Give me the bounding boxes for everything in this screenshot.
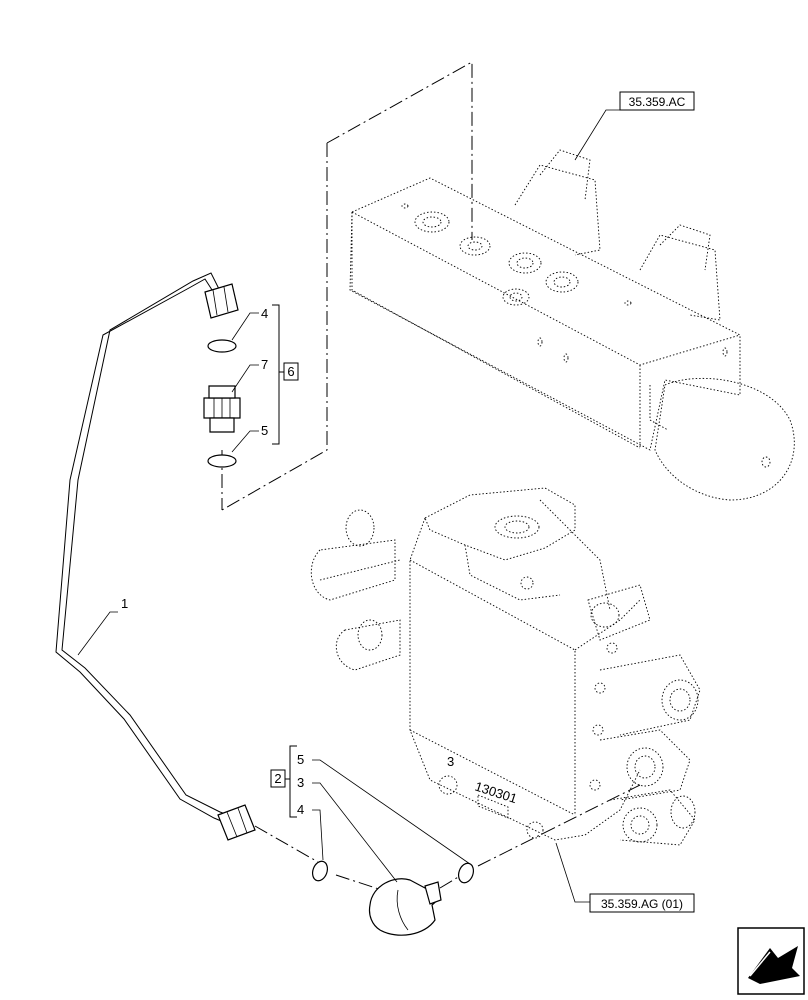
o-ring-lower-right: [457, 862, 475, 884]
hydraulic-tube: [55, 272, 256, 841]
ref-label-bottom: 35.359.AG (01): [601, 897, 683, 911]
ref-callout-bottom[interactable]: 35.359.AG (01): [555, 842, 695, 913]
upper-item-label-2: 7: [261, 357, 268, 372]
casting-number: 3: [447, 754, 454, 769]
o-ring-upper-bottom: [207, 454, 237, 468]
upper-valve-block: [349, 149, 795, 501]
o-ring-lower-left: [311, 860, 329, 882]
upper-fitting-group: 4 7 5 6: [203, 304, 299, 468]
ref-label-top: 35.359.AC: [629, 95, 686, 109]
lower-item-label-1: 5: [297, 752, 304, 767]
ref-callout-top[interactable]: 35.359.AC: [574, 91, 695, 161]
lower-valve-block: 3 130301: [310, 487, 701, 846]
lower-item-label-2: 3: [297, 775, 304, 790]
arrow-nav-icon[interactable]: [737, 927, 805, 995]
casting-stamp: 130301: [473, 779, 519, 807]
phantom-lines: [221, 61, 641, 893]
tube-label: 1: [121, 596, 128, 611]
lower-fitting-group: 5 3 4 2: [270, 745, 475, 936]
upper-item-label-1: 4: [261, 306, 268, 321]
lower-item-label-3: 4: [297, 802, 304, 817]
tube-callout: 1: [77, 596, 128, 656]
upper-kit-label: 6: [287, 364, 294, 379]
upper-item-label-3: 5: [261, 423, 268, 438]
lower-kit-label: 2: [274, 771, 281, 786]
o-ring-upper-top: [207, 339, 237, 353]
